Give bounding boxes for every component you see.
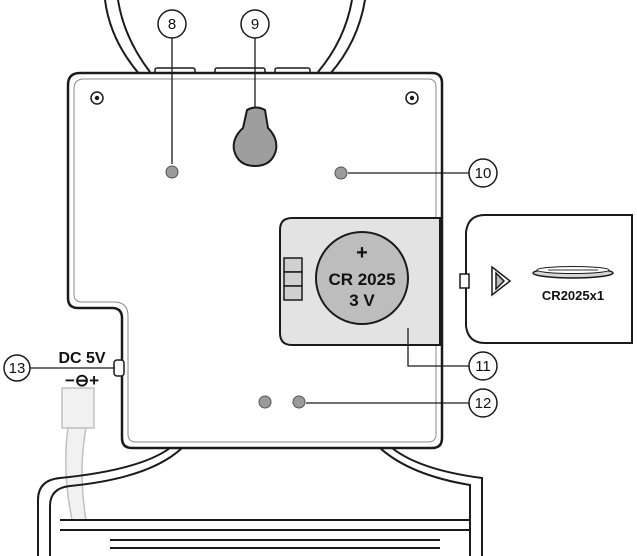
housing-outline [66,71,444,450]
corner-screw-right [405,91,419,105]
screw-hole-12-right [292,395,306,409]
screw-hole-8 [165,165,179,179]
callout-circle-8 [157,9,187,39]
callout-number-10: 10 [475,165,492,182]
stand-base [37,447,483,556]
insert-direction-arrow [491,265,512,297]
callout-circle-9 [240,9,270,39]
screw-hole-10 [334,166,348,180]
housing-inner-edge [73,78,437,443]
battery-contacts [283,257,303,301]
coin-battery [315,231,409,325]
callout-number-11: 11 [475,358,491,375]
power-cable [61,387,95,521]
battery-cover [465,214,633,344]
keyhole-slot [232,106,278,168]
callout-number-13: 13 [9,360,26,377]
battery-plus-sign: + [356,242,368,264]
dc-voltage-label: DC 5V [58,350,105,367]
leader-line-11 [407,328,469,367]
screw-hole-12-left [258,395,272,409]
battery-voltage-label: 3 V [349,291,375,310]
callout-circle-13 [3,354,31,382]
callout-number-12: 12 [475,395,492,412]
corner-screw-left [90,91,104,105]
cover-coin-icon [532,266,614,279]
callout-number-8: 8 [168,16,176,33]
cover-latch-tab [459,273,470,289]
callout-circle-11 [468,351,498,381]
battery-model-label: CR 2025 [328,270,395,289]
callout-circle-10 [468,158,498,188]
dc-jack [113,359,125,377]
callout-number-9: 9 [251,16,259,33]
cover-battery-label: CR2025x1 [542,288,604,303]
stand-legs [104,0,366,76]
dc-polarity-label: −⊖+ [65,371,99,390]
callout-circle-12 [468,388,498,418]
